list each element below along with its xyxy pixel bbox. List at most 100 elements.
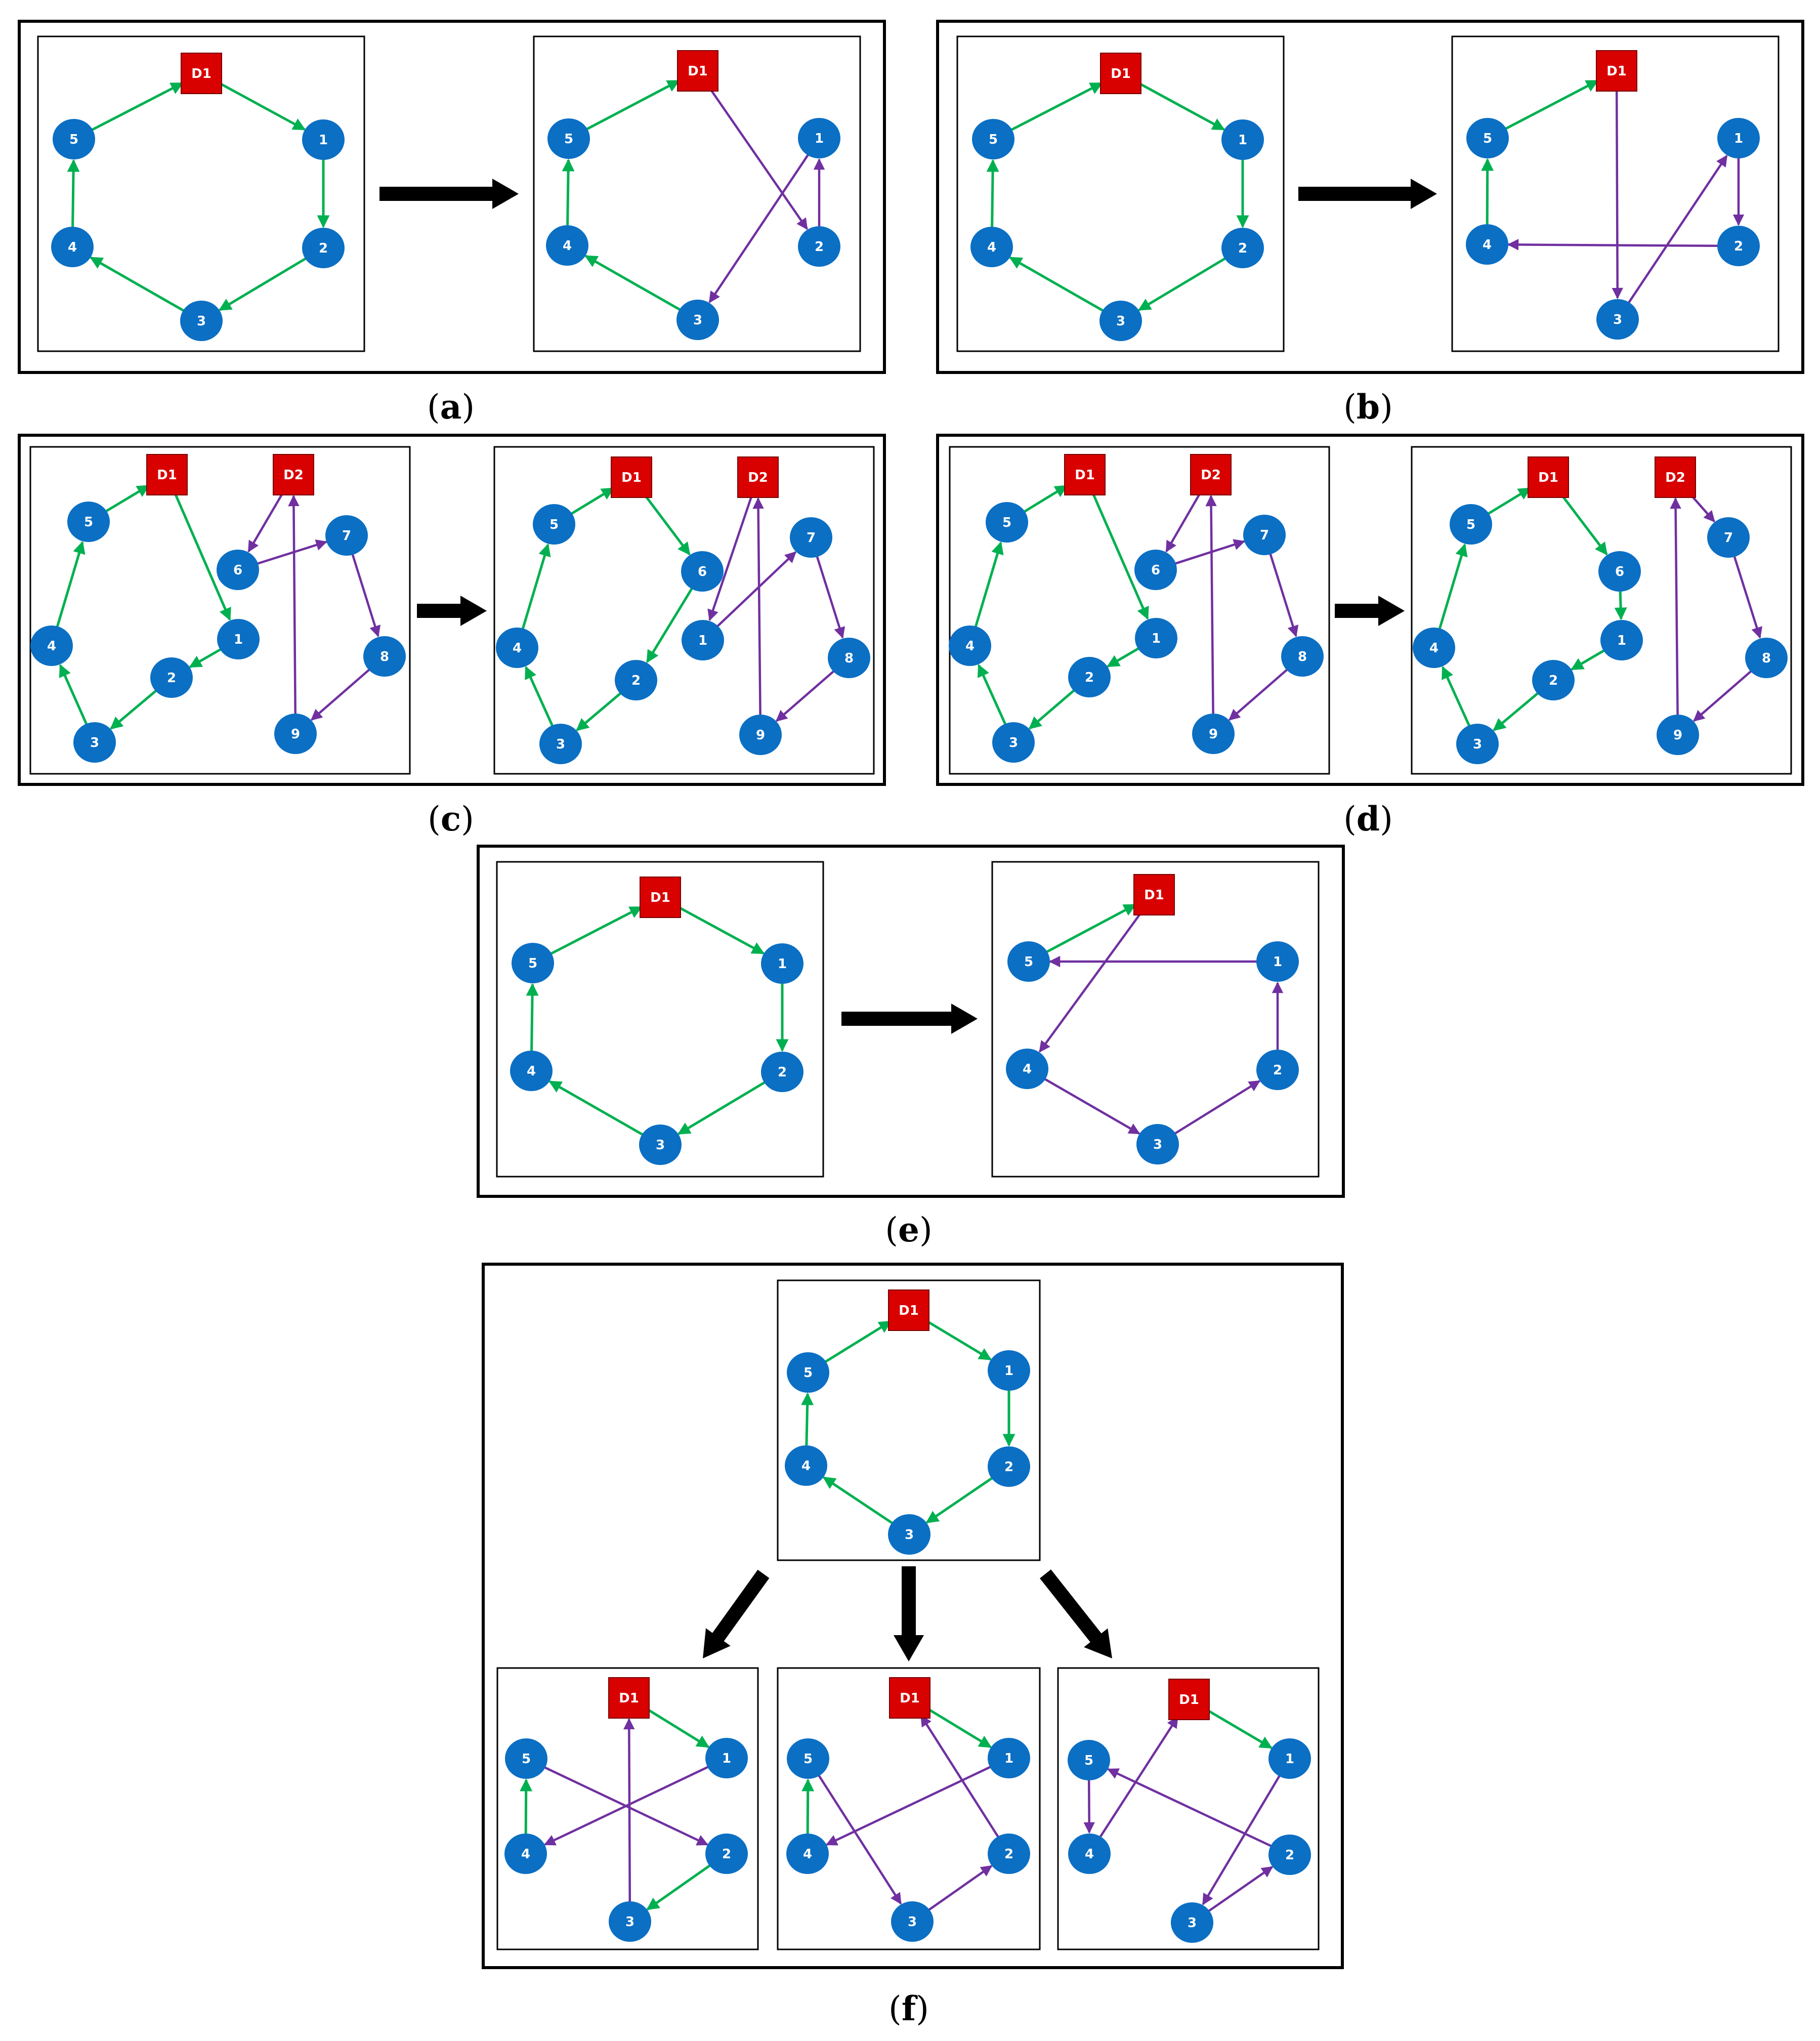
- customer-node-5-c-before: 5: [67, 502, 110, 542]
- edge-a-after-d1-to-2: [708, 87, 808, 230]
- customer-node-1-a-before: 1: [302, 119, 345, 160]
- svg-text:1: 1: [1238, 133, 1247, 148]
- edge-d-before-9-to-d2: [1205, 494, 1217, 714]
- customer-node-7-c-before: 7: [325, 515, 368, 556]
- edge-c-after-3-to-4: [525, 666, 554, 726]
- svg-text:D1: D1: [621, 470, 642, 485]
- customer-node-7-c-after: 7: [790, 517, 832, 558]
- svg-text:3: 3: [625, 1914, 634, 1930]
- svg-text:3: 3: [693, 313, 702, 328]
- customer-node-1-f-option1: 1: [705, 1738, 748, 1778]
- edge-c-after-7-to-8: [816, 556, 845, 639]
- customer-node-1-e-before: 1: [761, 943, 803, 984]
- edge-a-after-4-to-5: [562, 158, 575, 226]
- transition-arrow-e: [841, 1004, 978, 1034]
- group-frame-f: [482, 1263, 1344, 1969]
- svg-text:8: 8: [380, 649, 389, 664]
- customer-node-1-f-option3: 1: [1268, 1738, 1311, 1779]
- transition-arrow-a: [379, 179, 519, 209]
- panel-c-before: [29, 446, 411, 775]
- svg-text:D1: D1: [157, 468, 177, 483]
- svg-text:1: 1: [778, 956, 787, 972]
- panel-a-after: [533, 35, 861, 352]
- edge-e-after-4-to-3: [1044, 1078, 1140, 1135]
- edge-c-after-1-to-7: [716, 551, 797, 628]
- customer-node-2-d-after: 2: [1532, 660, 1575, 700]
- depot-d1-a-after: D1: [677, 50, 718, 92]
- svg-text:4: 4: [1085, 1847, 1094, 1862]
- customer-node-2-b-before: 2: [1221, 228, 1264, 268]
- svg-text:5: 5: [84, 515, 93, 530]
- edge-c-after-4-to-5: [522, 543, 551, 629]
- svg-text:4: 4: [803, 1847, 812, 1862]
- edge-f-option3-1-to-3: [1202, 1775, 1281, 1905]
- edge-d-after-4-to-5: [1438, 543, 1468, 629]
- depot-d1-b-before: D1: [1100, 53, 1141, 94]
- edge-f-top-2-to-3: [925, 1477, 993, 1524]
- svg-text:6: 6: [233, 563, 242, 578]
- edge-a-before-d1-to-1: [218, 81, 306, 131]
- customer-node-1-d-after: 1: [1600, 620, 1643, 660]
- svg-text:D1: D1: [1179, 1692, 1199, 1707]
- customer-node-4-c-after: 4: [496, 628, 538, 668]
- depot-d2-d-before: D2: [1190, 454, 1232, 495]
- edge-b-after-2-to-4: [1507, 239, 1719, 251]
- edge-a-after-3-to-4: [584, 255, 681, 311]
- edge-c-before-d1-to-1: [174, 492, 231, 621]
- svg-text:1: 1: [722, 1751, 731, 1766]
- svg-text:6: 6: [1615, 564, 1624, 579]
- svg-text:D2: D2: [1201, 468, 1221, 483]
- customer-node-2-e-after: 2: [1256, 1050, 1299, 1090]
- edge-a-after-1-to-3: [708, 154, 809, 303]
- edge-f-option3-4-to-d1: [1099, 1716, 1179, 1838]
- customer-node-2-f-option3: 2: [1268, 1835, 1311, 1875]
- edge-a-before-5-to-d1: [91, 82, 184, 131]
- customer-node-5-a-after: 5: [547, 118, 590, 159]
- edge-e-after-5-to-d1: [1046, 903, 1137, 953]
- caption-d: (d): [1343, 799, 1393, 839]
- customer-node-1-f-option2: 1: [988, 1738, 1030, 1778]
- edge-f-top-3-to-4: [822, 1476, 894, 1524]
- group-frame-e: [477, 845, 1345, 1198]
- depot-d1-f-option2: D1: [889, 1677, 930, 1719]
- customer-node-3-a-before: 3: [180, 301, 223, 341]
- svg-text:2: 2: [1285, 1848, 1294, 1863]
- customer-node-4-a-after: 4: [546, 225, 588, 266]
- svg-text:2: 2: [815, 239, 824, 255]
- edge-c-before-2-to-3: [110, 689, 157, 730]
- panel-f-option3: [1057, 1667, 1320, 1950]
- edge-f-option1-2-to-3: [646, 1864, 711, 1910]
- customer-node-9-d-after: 9: [1657, 715, 1699, 755]
- customer-node-6-c-before: 6: [217, 550, 259, 590]
- svg-text:2: 2: [1238, 241, 1247, 256]
- customer-node-5-a-before: 5: [53, 119, 95, 159]
- edge-c-before-9-to-d2: [288, 494, 300, 714]
- svg-text:1: 1: [1152, 631, 1161, 646]
- customer-node-3-f-option3: 3: [1171, 1902, 1213, 1943]
- svg-text:1: 1: [815, 131, 824, 146]
- svg-text:3: 3: [905, 1527, 914, 1543]
- depot-d2-c-after: D2: [737, 456, 779, 498]
- svg-text:3: 3: [1473, 737, 1482, 752]
- edge-f-option2-1-to-4: [825, 1766, 991, 1846]
- edge-f-option1-d1-to-1: [645, 1707, 710, 1748]
- group-frame-c: [18, 434, 886, 786]
- svg-text:5: 5: [528, 956, 537, 971]
- svg-text:4: 4: [563, 238, 572, 254]
- svg-text:1: 1: [234, 632, 243, 647]
- depot-d2-d-after: D2: [1655, 456, 1696, 498]
- depot-d1-a-before: D1: [181, 53, 222, 94]
- svg-text:4: 4: [1429, 641, 1438, 656]
- svg-text:D1: D1: [900, 1691, 920, 1706]
- edge-a-after-5-to-d1: [586, 79, 681, 131]
- edge-d-after-7-to-8: [1733, 556, 1763, 639]
- edge-e-before-5-to-d1: [550, 906, 643, 955]
- edge-b-after-d1-to-3: [1612, 91, 1623, 300]
- transition-arrow-f-right: [1040, 1569, 1112, 1658]
- edge-e-after-3-to-2: [1174, 1080, 1261, 1135]
- edge-d-after-5-to-d1: [1487, 487, 1532, 515]
- customer-node-5-c-after: 5: [533, 504, 575, 545]
- edge-f-option1-3-to-d1: [623, 1718, 635, 1902]
- svg-text:D1: D1: [688, 64, 708, 79]
